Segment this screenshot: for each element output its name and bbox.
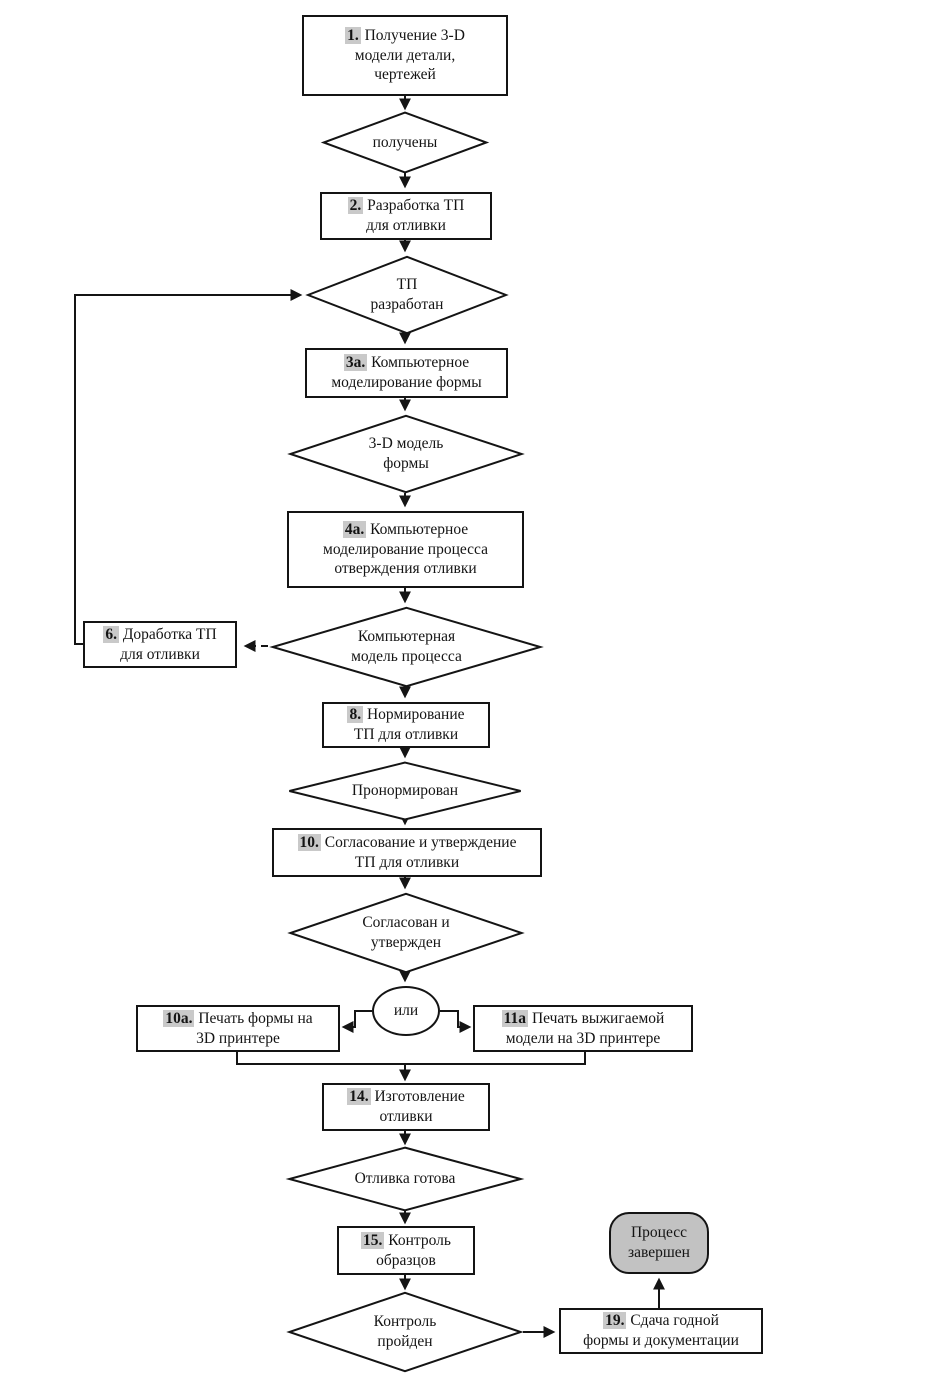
process-1-get-3d-model: 1. Получение 3-D модели детали, чертежей	[302, 15, 508, 96]
step-number: 1.	[345, 26, 361, 44]
node-text: 10. Согласование и утверждение ТП для от…	[297, 833, 517, 871]
node-text: 6. Доработка ТП для отливки	[103, 625, 217, 663]
diamond-shape	[270, 607, 543, 687]
diamond-shape	[287, 762, 523, 820]
step-number: 4а.	[342, 520, 367, 538]
process-19-deliver-form-docs: 19. Сдача годной формы и документации	[559, 1308, 763, 1354]
or-connector: или	[372, 986, 440, 1036]
node-text: 3а. Компьютерное моделирование формы	[331, 354, 482, 391]
step-number: 14.	[347, 1088, 371, 1106]
node-text: 4а. Компьютерное моделирование процесса …	[323, 520, 488, 578]
step-number: 11а	[501, 1009, 529, 1027]
feedback-line-6-to-tp-developed	[74, 289, 303, 645]
node-text: Согласован и утвержден	[362, 914, 450, 951]
arrow-or-to-11a	[440, 1010, 472, 1033]
decision-tp-developed: ТП разработан	[306, 256, 508, 334]
step-number: 2.	[347, 197, 364, 215]
decision-casting-ready: Отливка готова	[287, 1147, 523, 1211]
diamond-shape	[288, 415, 524, 493]
decision-computer-model-process: Компьютерная модель процесса	[270, 607, 543, 687]
decision-3d-model-form: 3-D модель формы	[288, 415, 524, 493]
diamond-shape	[288, 893, 524, 973]
decision-agreed-approved: Согласован и утвержден	[288, 893, 524, 973]
node-text: 15. Контроль образцов	[361, 1231, 451, 1269]
arrow-or-to-10a	[341, 1010, 372, 1033]
process-4a-modeling-solidification: 4а. Компьютерное моделирование процесса …	[287, 511, 524, 588]
node-text: Контроль пройден	[373, 1313, 437, 1350]
node-text: Пронормирован	[351, 782, 459, 800]
node-text: Процесс завершен	[628, 1224, 690, 1261]
process-6-rework-tp: 6. Доработка ТП для отливки	[83, 621, 237, 668]
terminator-process-complete: Процесс завершен	[609, 1212, 709, 1274]
process-2-develop-tp: 2. Разработка ТП для отливки	[320, 192, 492, 240]
node-text: получены	[372, 133, 438, 151]
process-15-control-samples: 15. Контроль образцов	[337, 1226, 475, 1275]
process-8-normirovanie-tp: 8. Нормирование ТП для отливки	[322, 702, 490, 748]
diamond-shape	[287, 1147, 523, 1211]
node-text: ТП разработан	[370, 276, 444, 313]
step-number: 3а.	[343, 354, 368, 372]
node-text: 2. Разработка ТП для отливки	[347, 197, 465, 234]
node-text: 11а Печать выжигаемой модели на 3D принт…	[501, 1009, 665, 1047]
step-number: 6.	[103, 625, 119, 643]
step-number: 10а.	[163, 1009, 195, 1027]
decision-control-passed: Контроль пройден	[287, 1292, 523, 1372]
process-14-make-casting: 14. Изготовление отливки	[322, 1083, 490, 1131]
merge-line-10a-11a	[236, 1052, 586, 1065]
diamond-shape	[322, 112, 488, 173]
node-text: 14. Изготовление отливки	[347, 1088, 465, 1125]
node-text: 3-D модель формы	[368, 435, 444, 472]
step-number: 15.	[361, 1231, 385, 1249]
node-text: Компьютерная модель процесса	[351, 628, 462, 665]
node-text: 19. Сдача годной формы и документации	[583, 1312, 739, 1349]
decision-received: получены	[322, 112, 488, 173]
node-text: 8. Нормирование ТП для отливки	[347, 706, 465, 743]
node-text: 10а. Печать формы на 3D принтере	[163, 1009, 313, 1047]
process-3a-computer-modeling-form: 3а. Компьютерное моделирование формы	[305, 348, 508, 398]
decision-normirovan: Пронормирован	[287, 762, 523, 820]
step-number: 10.	[297, 833, 321, 851]
diamond-shape	[306, 256, 508, 334]
process-10-approval-tp: 10. Согласование и утверждение ТП для от…	[272, 828, 542, 877]
process-11a-print-burnout-model: 11а Печать выжигаемой модели на 3D принт…	[473, 1005, 693, 1052]
process-10a-print-form: 10а. Печать формы на 3D принтере	[136, 1005, 340, 1052]
diamond-shape	[287, 1292, 523, 1372]
node-text: или	[393, 1002, 419, 1020]
node-text: Отливка готова	[354, 1170, 456, 1188]
step-number: 8.	[347, 706, 364, 724]
node-text: 1. Получение 3-D модели детали, чертежей	[345, 26, 465, 84]
step-number: 19.	[603, 1312, 627, 1330]
